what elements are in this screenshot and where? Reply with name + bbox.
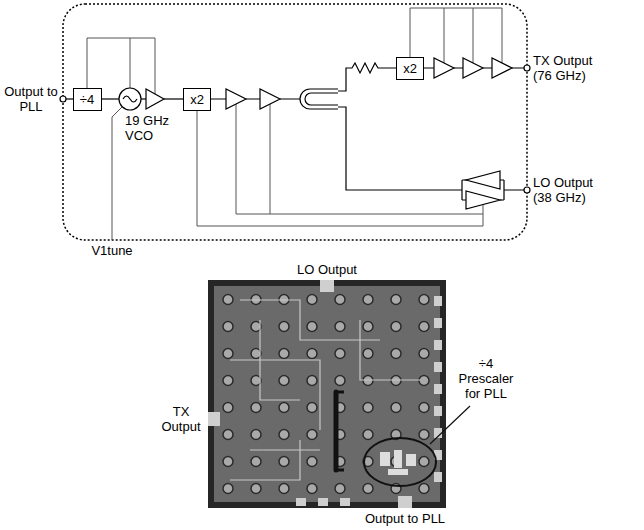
chip-pads: [208, 280, 442, 508]
bond-pad: [434, 384, 442, 394]
splitter-symbol: [300, 89, 338, 109]
bond-pad: [434, 362, 442, 372]
prescaler-circuit: [380, 450, 416, 475]
tune-line: [112, 107, 122, 240]
leader-line: [430, 406, 470, 444]
amplifiers: [146, 58, 512, 209]
bond-pad: [296, 498, 306, 506]
bond-pad: [398, 496, 412, 508]
bond-pad: [340, 498, 350, 506]
port-label: Output to PLL: [345, 511, 465, 526]
bond-pad: [434, 318, 442, 328]
bond-pad: [208, 412, 220, 426]
highlight-ellipse: [364, 438, 436, 486]
vco-circle: [119, 88, 141, 110]
wire: [338, 107, 524, 200]
bond-pad: [434, 406, 442, 416]
circuit-block: [394, 450, 402, 468]
port-terminal: [524, 65, 530, 71]
transmission-line: [336, 392, 344, 470]
amplifier-symbol: [466, 191, 500, 209]
block-label: ÷4: [80, 92, 94, 107]
circuit-block: [388, 469, 408, 475]
bias-line: [130, 38, 131, 88]
bias-lines: [87, 8, 502, 240]
bias-line: [410, 8, 502, 63]
signal-wire: [102, 98, 120, 99]
divider-box: ÷4: [73, 88, 102, 111]
amplifier-symbol: [260, 89, 280, 109]
bond-pad: [320, 280, 334, 292]
bond-pad: [434, 472, 442, 482]
bias-line: [197, 108, 483, 226]
amplifier-symbol: [466, 171, 500, 189]
port-terminal: [524, 187, 530, 193]
resistor-symbol: [338, 63, 399, 91]
chip-die: [214, 286, 440, 502]
callout-label: ÷4 Prescaler for PLL: [450, 356, 522, 401]
port-label: TX Output (76 GHz): [533, 53, 605, 83]
vco-label: 19 GHz VCO: [118, 113, 176, 143]
bond-pad: [318, 498, 328, 506]
amplifier-symbol: [492, 58, 512, 78]
port-label: Output to PLL: [4, 84, 58, 114]
doubler-box: x2: [396, 57, 424, 80]
signal-wires: [66, 63, 524, 200]
signal-name: V1tune: [82, 243, 142, 258]
doubler-box: x2: [183, 88, 211, 111]
block-label: x2: [190, 92, 204, 107]
vco-symbol: 19 GHz VCO: [118, 87, 176, 143]
port-terminal: [60, 96, 66, 102]
terminals: [60, 65, 530, 193]
bond-pad: [434, 340, 442, 350]
module-outline: [63, 4, 527, 240]
circuit-block: [380, 452, 390, 466]
chip-photo: [208, 280, 446, 508]
amplifier-symbol: [463, 58, 483, 78]
block-label: x2: [403, 61, 417, 76]
bond-pad: [434, 296, 442, 306]
bias-line: [236, 104, 483, 226]
wire: [141, 98, 146, 99]
amplifier-symbol: [226, 89, 246, 109]
circuit-block: [406, 454, 416, 466]
sine-symbol: [123, 96, 137, 102]
transmission-line: [334, 392, 339, 470]
amplifier-symbol: [146, 89, 164, 109]
chip-trace: [230, 300, 420, 480]
bias-line: [87, 38, 155, 94]
splitter-symbol: [305, 93, 338, 105]
port-label: LO Output (38 GHz): [533, 175, 609, 205]
bump-array: [214, 286, 440, 502]
vco-circle: [118, 87, 142, 111]
amplifier-symbol: [434, 58, 454, 78]
wire: [208, 98, 300, 99]
port-label: LO Output: [267, 262, 387, 277]
port-label: TX Output: [158, 404, 204, 434]
